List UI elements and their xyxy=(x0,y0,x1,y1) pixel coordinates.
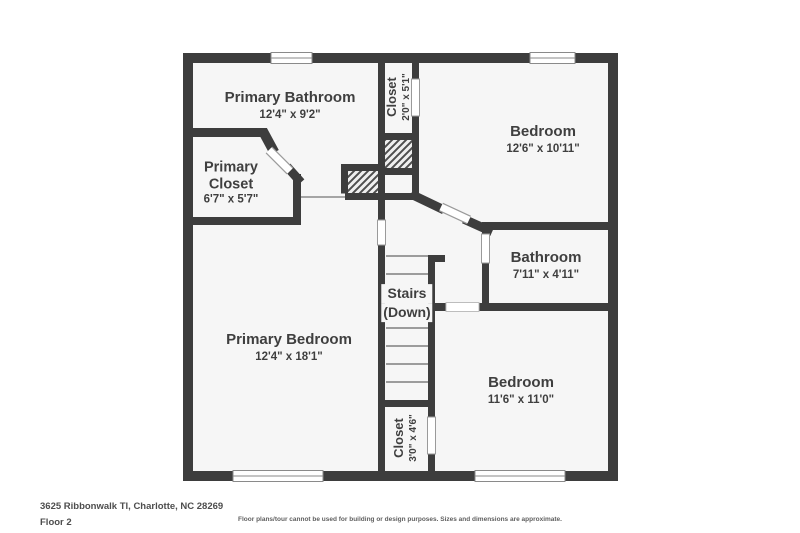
stairs-name: Stairs xyxy=(381,284,433,303)
wall-diagonal-bedroom-b xyxy=(462,215,494,236)
room-dimensions: 12'4" x 18'1" xyxy=(255,350,323,363)
wall-bottom-closet-top xyxy=(378,400,435,407)
wall-outer-bottom xyxy=(183,471,618,481)
footer-address: 3625 Ribbonwalk Tl, Charlotte, NC 28269 xyxy=(40,501,224,512)
room-name: Bedroom xyxy=(488,373,554,391)
room-dimensions: 12'4" x 9'2" xyxy=(259,108,321,121)
wall-bottom-closet-right-lower xyxy=(428,453,435,471)
room-dimensions: 7'11" x 4'11" xyxy=(512,268,580,281)
doors xyxy=(377,78,490,455)
room-name: Closet xyxy=(384,77,400,117)
room-name: Closet xyxy=(391,418,407,458)
room-name: Bedroom xyxy=(510,122,576,140)
wall-primary-closet-right xyxy=(293,174,301,225)
wall-bathroom-top xyxy=(482,222,618,230)
chase-hatch-lower xyxy=(348,171,378,193)
room-label-primary-bathroom: Primary Bathroom 12'4" x 9'2" xyxy=(225,89,356,123)
wall-outer-top xyxy=(183,53,618,63)
windows xyxy=(232,52,576,482)
diagonal-walls xyxy=(258,128,494,236)
room-label-bathroom: Bathroom 7'11" x 4'11" xyxy=(511,249,582,283)
room-label-stairs: Stairs (Down) xyxy=(381,284,433,322)
wall-stairs-top-stub xyxy=(428,255,445,262)
room-dimensions: 6'7" x 5'7" xyxy=(203,193,259,206)
footer-disclaimer: Floor plans/tour cannot be used for buil… xyxy=(238,516,562,523)
wall-diagonal-bedroom-a xyxy=(408,189,447,215)
footer-floor-label: Floor 2 xyxy=(40,517,72,528)
room-name: Primary Bathroom xyxy=(224,88,356,106)
door-primary-bedroom xyxy=(377,219,386,246)
wall-bedroom-entry-left xyxy=(428,303,447,311)
wall-top-closet-right-upper xyxy=(412,63,419,79)
room-dimensions: 3'0" x 4'6" xyxy=(408,414,420,462)
room-label-primary-closet: Primary Closet 6'7" x 5'7" xyxy=(189,160,273,209)
room-label-bedroom-top: Bedroom 12'6" x 10'11" xyxy=(506,123,579,157)
opening-primary-bathroom xyxy=(301,193,345,201)
room-dimensions: 2'0" x 5'1" xyxy=(401,73,413,121)
wall-diagonal-primary-closet-b xyxy=(283,163,305,186)
door-bedroom-top xyxy=(439,203,471,224)
door-primary-closet xyxy=(266,147,293,174)
wall-primary-closet-top xyxy=(183,128,267,137)
wall-bathroom-bottom xyxy=(478,303,618,311)
chase-hatch-upper xyxy=(385,140,412,168)
room-label-primary-bedroom: Primary Bedroom 12'4" x 18'1" xyxy=(226,331,352,365)
wall-hall-top xyxy=(383,193,419,200)
door-top-closet xyxy=(411,78,420,117)
room-dimensions: 11'6" x 11'0" xyxy=(487,393,555,406)
diagonal-doors xyxy=(265,146,472,225)
wall-stairs-left xyxy=(378,243,385,471)
wall-bottom-closet-right-upper xyxy=(428,407,435,418)
room-name: Primary Closet xyxy=(203,159,258,193)
wall-diagonal-primary-closet-a xyxy=(258,128,279,155)
room-label-closet-top: Closet 2'0" x 5'1" xyxy=(384,73,414,121)
room-label-bedroom-bottom: Bedroom 11'6" x 11'0" xyxy=(488,374,554,408)
stairs-direction: (Down) xyxy=(381,303,433,322)
room-name: Bathroom xyxy=(510,248,582,266)
door-bathroom xyxy=(481,233,490,264)
door-bedroom-bottom xyxy=(445,302,480,312)
wall-stairs-right xyxy=(428,255,435,407)
wall-bathroom-left-lower xyxy=(482,262,489,310)
wall-outer-left xyxy=(183,53,193,481)
room-name: Primary Bedroom xyxy=(226,330,352,348)
wall-outer-right xyxy=(608,53,618,481)
room-label-closet-bottom: Closet 3'0" x 4'6" xyxy=(391,414,421,462)
wall-primary-closet-bottom xyxy=(183,217,301,225)
room-dimensions: 12'6" x 10'11" xyxy=(506,142,580,155)
door-bottom-closet xyxy=(427,416,436,455)
